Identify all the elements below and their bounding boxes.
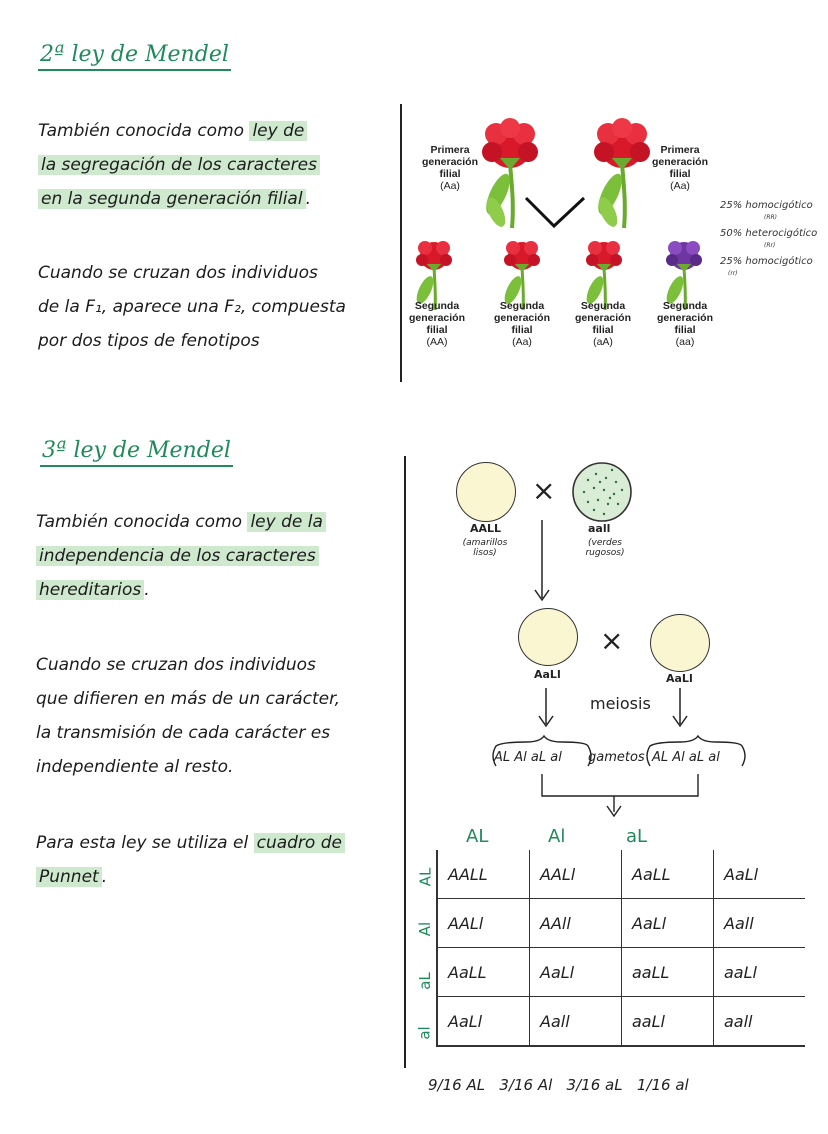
- f1-left-genotype: AaLl: [534, 668, 561, 681]
- gametes-right: AL Al aL al: [652, 750, 720, 765]
- punnett-cell: Aall: [713, 898, 805, 948]
- child-label-2: Segunda generación filial (Aa): [493, 300, 551, 348]
- mendel-flower-diagram: [411, 116, 704, 312]
- meiosis-label: meiosis: [590, 694, 651, 713]
- child-label-3: Segunda generación filial (aA): [574, 300, 632, 348]
- punnett-cell: aaLL: [621, 947, 714, 997]
- f1-right-genotype: AaLl: [666, 672, 693, 685]
- p2-genotype: aall: [588, 522, 611, 535]
- punnett-cell: AaLl: [436, 996, 530, 1047]
- punnett-row: AALl AAll AaLl Aall: [436, 898, 805, 948]
- expl3-line-3: la transmisión de cada carácter es: [36, 723, 331, 743]
- section2-definition: También conocida como ley de la segregac…: [38, 114, 320, 216]
- punnett-cell: aaLl: [713, 947, 805, 997]
- def-line-3: en la segunda generación filial.: [38, 182, 320, 216]
- punnett-cell: Aall: [529, 996, 622, 1047]
- expl-line-2: de la F₁, aparece una F₂, compuesta: [38, 297, 346, 317]
- section2-title: 2ª ley de Mendel: [38, 42, 231, 71]
- gametes-label: gametos: [588, 750, 645, 765]
- expl3-line-2: que difieren en más de un carácter,: [36, 689, 340, 709]
- punnett-row-header-2: Al: [416, 921, 435, 937]
- cross-chevron: [524, 196, 586, 229]
- punnett-row-header-3: aL: [415, 972, 434, 990]
- punnett-cell: AaLl: [713, 850, 805, 899]
- def-line-2: la segregación de los caracteres: [38, 148, 320, 182]
- section3-explanation: Cuando se cruzan dos individuos que difi…: [36, 648, 340, 784]
- punnett-cell: AALl: [436, 898, 530, 948]
- punnett-row-header-4: al: [415, 1026, 434, 1040]
- expl3-line-4: independiente al resto.: [36, 757, 234, 777]
- punnett-cell: AAll: [529, 898, 622, 948]
- punnett-cell: AaLL: [621, 850, 714, 899]
- child-label-4: Segunda generación filial (aa): [656, 300, 714, 348]
- punnett-row: AALL AALl AaLL AaLl: [436, 850, 805, 899]
- section3-title: 3ª ley de Mendel: [40, 438, 233, 467]
- section3-definition: También conocida como ley de la independ…: [36, 505, 326, 607]
- note3-line-1: Para esta ley se utiliza el cuadro de: [36, 826, 345, 860]
- def3-line-3: hereditarios.: [36, 573, 326, 607]
- phenotype-ratios: 9/16 AL 3/16 Al 3/16 aL 1/16 al: [428, 1076, 689, 1094]
- punnett-row-header-1: AL: [416, 867, 435, 887]
- child-label-1: Segunda generación filial (AA): [408, 300, 466, 348]
- def-line-1: También conocida como ley de: [38, 114, 320, 148]
- f1-seed-left: [518, 608, 578, 666]
- cross-arrows: [492, 520, 746, 818]
- punnett-cell: aaLl: [621, 996, 714, 1047]
- punnett-cell: aall: [713, 996, 805, 1047]
- punnett-cell: AALL: [436, 850, 530, 899]
- gametes-left: AL Al aL al: [494, 750, 562, 765]
- punnett-cell: AaLl: [529, 947, 622, 997]
- section2-divider: [400, 104, 402, 382]
- punnett-col-header-2: Al: [548, 826, 566, 847]
- note-heterozygous: 50% heterocigótico (Rr): [720, 228, 818, 249]
- note-homozygous-dominant: 25% homocigótico (RR): [720, 200, 813, 221]
- punnett-cell: AaLL: [436, 947, 530, 997]
- parent-label-right: Primera generación filial (Aa): [651, 144, 709, 192]
- punnett-cell: AaLl: [621, 898, 714, 948]
- section3-punnett-note: Para esta ley se utiliza el cuadro de Pu…: [36, 826, 345, 894]
- punnett-row: AaLL AaLl aaLL aaLl: [436, 947, 805, 997]
- punnett-col-header-1: AL: [466, 826, 489, 847]
- p1-genotype: AALL: [470, 522, 502, 535]
- seed-yellow-smooth: [456, 462, 516, 522]
- note-homozygous-recessive: 25% homocigótico (rr): [720, 256, 813, 277]
- punnett-square: AALL AALl AaLL AaLl AALl AAll AaLl Aall …: [436, 850, 805, 1047]
- def3-line-2: independencia de los caracteres: [36, 539, 326, 573]
- def3-line-1: También conocida como ley de la: [36, 505, 326, 539]
- cross-symbol-1: ×: [532, 474, 556, 507]
- expl3-line-1: Cuando se cruzan dos individuos: [36, 655, 316, 675]
- punnett-row: AaLl Aall aaLl aall: [436, 996, 805, 1047]
- seed-green-wrinkled: [572, 462, 632, 522]
- section2-explanation: Cuando se cruzan dos individuos de la F₁…: [38, 256, 346, 358]
- expl-line-1: Cuando se cruzan dos individuos: [38, 263, 318, 283]
- cross-symbol-2: ×: [600, 624, 624, 657]
- parent-label-left: Primera generación filial (Aa): [421, 144, 479, 192]
- expl-line-3: por dos tipos de fenotipos: [38, 331, 260, 351]
- punnett-col-header-3: aL: [626, 826, 648, 847]
- section3-divider: [404, 456, 406, 1068]
- punnett-cell: AALl: [529, 850, 622, 899]
- note3-line-2: Punnet.: [36, 860, 345, 894]
- f1-seed-right: [650, 614, 710, 672]
